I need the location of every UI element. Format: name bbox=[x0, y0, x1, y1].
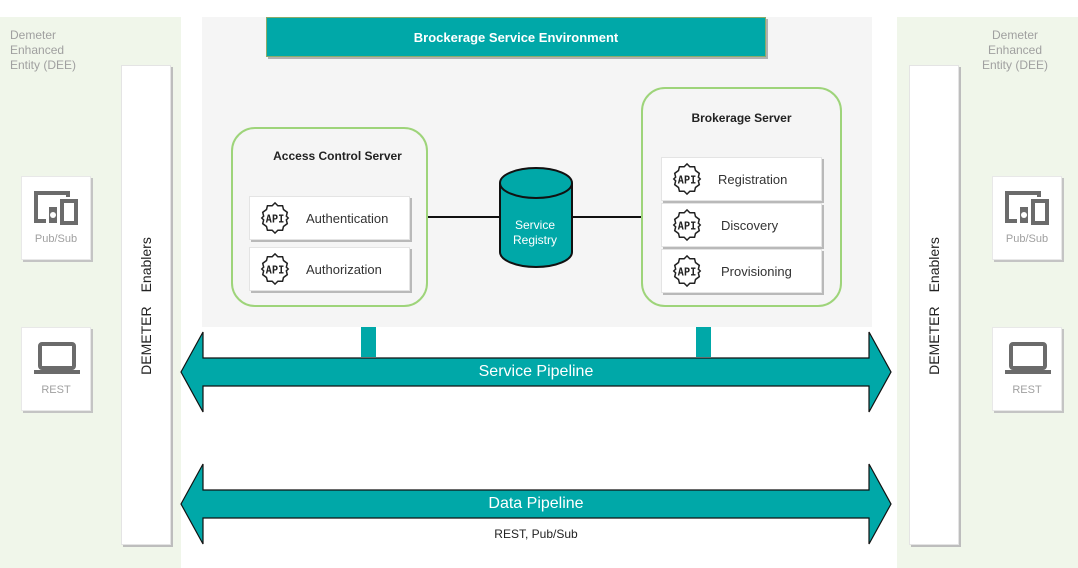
api-label: Registration bbox=[718, 171, 788, 187]
demeter-enablers-bar[interactable]: DEMETEREnablers bbox=[121, 65, 171, 545]
pubsub-tile[interactable]: Pub/Sub bbox=[21, 176, 91, 260]
pubsub-tile[interactable]: Pub/Sub bbox=[992, 176, 1062, 260]
dee-title: Demeter Enhanced Entity (DEE) bbox=[970, 28, 1060, 73]
data-pipeline-label: Data Pipeline bbox=[488, 495, 584, 512]
api-discovery[interactable]: Discovery bbox=[661, 203, 822, 247]
server-title: Access Control Server bbox=[273, 149, 402, 163]
connector-line bbox=[570, 216, 641, 218]
tile-label: REST bbox=[41, 384, 71, 396]
dee-panel-right: Demeter Enhanced Entity (DEE) DEMETEREna… bbox=[897, 17, 1078, 568]
registry-label-line: Service bbox=[514, 218, 555, 232]
dee-title-line: Entity (DEE) bbox=[10, 58, 77, 72]
api-label: Authentication bbox=[306, 210, 389, 226]
tile-label: Pub/Sub bbox=[1005, 233, 1049, 245]
dee-title-line: Entity (DEE) bbox=[981, 58, 1048, 72]
server-title: Brokerage Server bbox=[691, 111, 792, 125]
brokerage-server[interactable]: Brokerage Server Registration Discovery … bbox=[641, 87, 842, 307]
service-registry-cylinder[interactable] bbox=[498, 166, 574, 272]
service-pipeline-arrow[interactable] bbox=[180, 331, 892, 413]
api-authorization[interactable]: Authorization bbox=[249, 247, 410, 291]
demeter-enablers-bar[interactable]: DEMETEREnablers bbox=[909, 65, 959, 545]
service-pipeline-label: Service Pipeline bbox=[478, 363, 594, 380]
dee-title-line: Demeter bbox=[991, 28, 1038, 42]
registry-label-line: Registry bbox=[512, 233, 557, 247]
dee-title-line: Demeter bbox=[10, 28, 57, 42]
tile-label: REST bbox=[1012, 384, 1042, 396]
api-label: Discovery bbox=[721, 217, 779, 233]
dee-title: Demeter Enhanced Entity (DEE) bbox=[10, 28, 76, 73]
api-label: Authorization bbox=[306, 261, 382, 277]
rest-tile[interactable]: REST bbox=[21, 327, 91, 411]
access-control-server[interactable]: Access Control Server Authentication Aut… bbox=[231, 127, 428, 307]
api-authentication[interactable]: Authentication bbox=[249, 196, 410, 240]
bs-pipeline-link bbox=[696, 327, 711, 357]
dee-panel-left: Demeter Enhanced Entity (DEE) Pub/Sub RE… bbox=[0, 17, 181, 568]
api-label: Provisioning bbox=[721, 263, 792, 279]
environment-title: Brockerage Service Environment bbox=[266, 17, 766, 57]
connector-line bbox=[428, 216, 500, 218]
tile-label: Pub/Sub bbox=[34, 233, 78, 245]
data-pipeline-protocols: REST, Pub/Sub bbox=[494, 527, 578, 541]
data-pipeline-arrow[interactable] bbox=[180, 463, 892, 545]
service-registry-label: Service Registry bbox=[498, 218, 572, 248]
api-registration[interactable]: Registration bbox=[661, 157, 822, 201]
acs-pipeline-link bbox=[361, 327, 376, 357]
dee-title-line: Enhanced bbox=[10, 43, 65, 57]
api-provisioning[interactable]: Provisioning bbox=[661, 249, 822, 293]
dee-title-line: Enhanced bbox=[987, 43, 1043, 57]
rest-tile[interactable]: REST bbox=[992, 327, 1062, 411]
